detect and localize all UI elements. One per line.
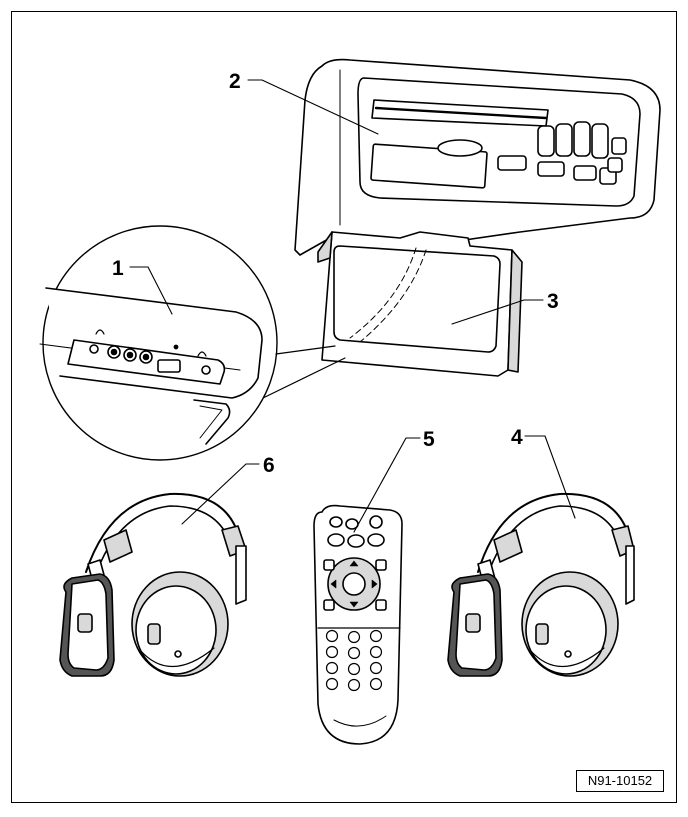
figure-reference-code: N91-10152 (576, 770, 664, 792)
detail-magnifier (39, 225, 346, 461)
headphones-left (59, 492, 247, 677)
leader-lines (129, 79, 576, 533)
figure-frame (11, 11, 677, 803)
callout-1: 1 (112, 257, 124, 280)
leader-5 (353, 437, 421, 533)
callout-3: 3 (547, 290, 559, 313)
remote-control (313, 504, 403, 745)
leader-6 (181, 463, 260, 525)
leader-4 (524, 435, 576, 519)
leader-3 (451, 299, 544, 325)
flip-down-screen (317, 231, 523, 377)
callout-6: 6 (263, 454, 275, 477)
leader-2 (247, 79, 379, 135)
headphones-right (447, 492, 635, 677)
callout-4: 4 (511, 426, 523, 449)
callout-2: 2 (229, 70, 241, 93)
overhead-console (294, 58, 661, 256)
callout-5: 5 (423, 428, 435, 451)
leader-1 (129, 266, 173, 315)
